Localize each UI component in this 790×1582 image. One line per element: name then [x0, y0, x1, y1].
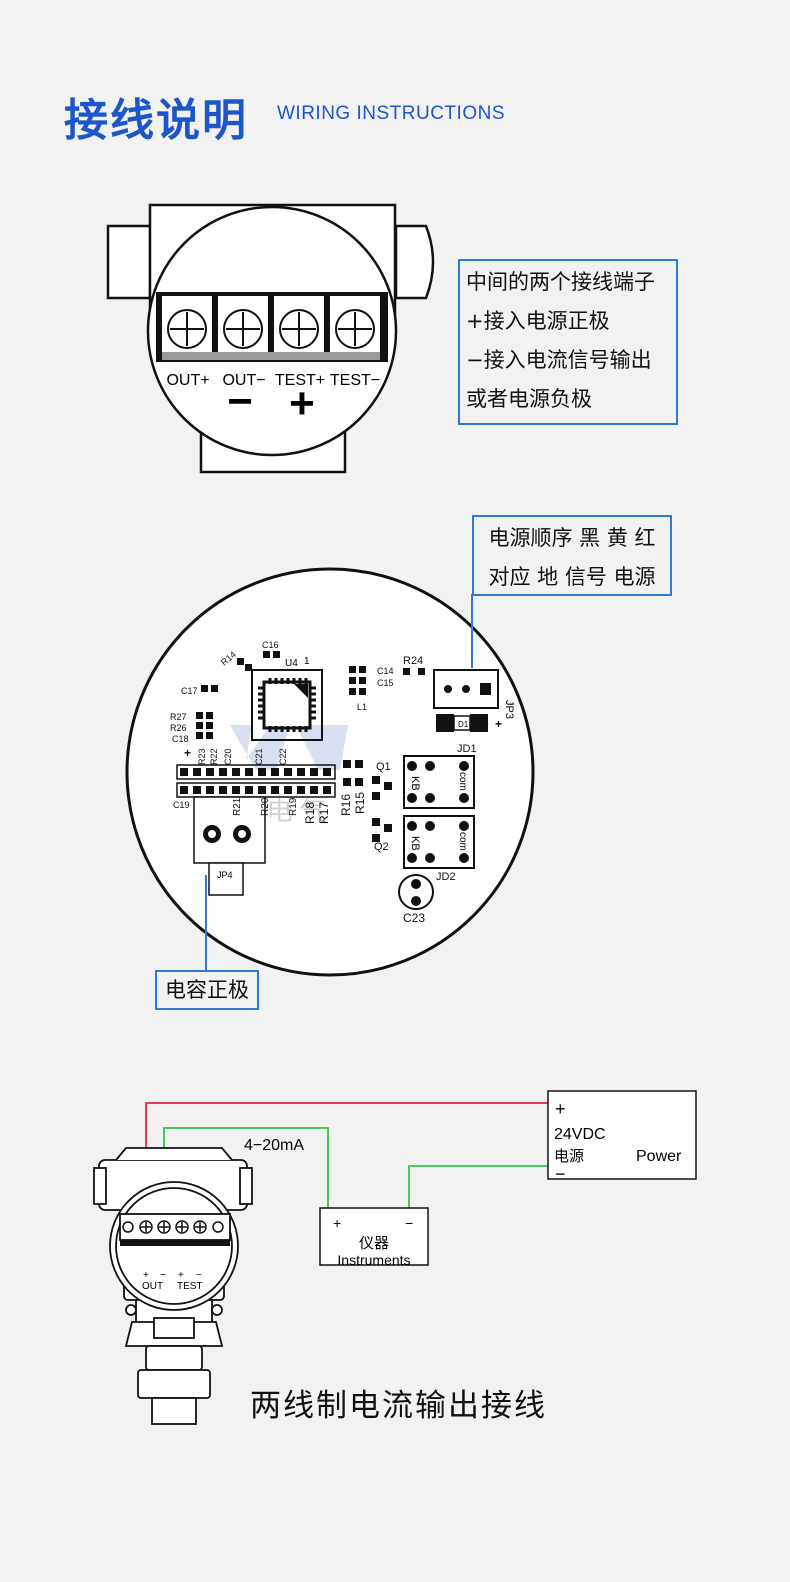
label-jp3-plus: +	[495, 717, 502, 731]
label-r20: R20	[260, 797, 271, 816]
minus-sign: −	[227, 377, 253, 426]
label-c17: C17	[181, 686, 198, 696]
watermark-logo	[230, 725, 348, 770]
callout-line: 电容正极	[165, 978, 249, 1002]
label-c22: C22	[278, 748, 288, 765]
label-c23: C23	[403, 911, 425, 925]
callout-line: 中间的两个接线端子	[466, 270, 655, 294]
power-name-cn: 电源	[554, 1148, 584, 1165]
power-voltage-label: 24VDC	[554, 1126, 606, 1143]
callout-line: −接入电流信号输出	[466, 348, 652, 372]
label-jp3: JP3	[503, 700, 515, 719]
transmitter-out-label: OUT	[142, 1281, 163, 1292]
terminal-screw-icon	[167, 309, 375, 349]
terminal-label-test-minus: TEST−	[330, 372, 380, 389]
label-jd1-kb: KB	[409, 776, 421, 791]
green-wire-return	[408, 1165, 549, 1208]
label-jd2-kb: KB	[409, 836, 421, 851]
transmitter-minus2: −	[196, 1270, 202, 1281]
page-title: 接线说明	[64, 95, 248, 146]
label-r23: R23	[197, 748, 207, 765]
label-r22: R22	[209, 748, 219, 765]
callout-line: 电源顺序 黑 黄 红	[488, 526, 656, 550]
transmitter-terminal-strip	[119, 1213, 231, 1246]
terminal-callout: 中间的两个接线端子 +接入电源正极 −接入电流信号输出 或者电源负极	[458, 259, 678, 425]
label-c16: C16	[262, 640, 279, 650]
label-u4: U4	[285, 658, 298, 669]
label-l1: L1	[357, 702, 367, 712]
transmitter-test-label: TEST	[177, 1281, 203, 1292]
label-r21: R21	[232, 797, 243, 816]
relay-jd1	[403, 755, 475, 809]
label-r16: R16	[339, 794, 353, 816]
callout-line: 对应 地 信号 电源	[488, 565, 656, 589]
plus-sign: +	[289, 379, 315, 428]
label-c18: C18	[172, 734, 189, 744]
label-jd1-com: com	[457, 772, 468, 791]
label-c20: C20	[223, 748, 233, 765]
label-d1: D1	[458, 720, 469, 729]
label-c19: C19	[173, 800, 190, 810]
terminal-label-test-plus: TEST+	[275, 372, 325, 389]
instrument-minus-label: −	[405, 1215, 413, 1231]
label-jd1: JD1	[457, 743, 477, 755]
transistor-q2	[372, 818, 392, 842]
instrument-box	[319, 1207, 429, 1266]
capacitor-c23	[398, 874, 434, 910]
capacitor-callout: 电容正极	[155, 970, 259, 1010]
label-r18: R18	[303, 802, 317, 824]
label-c15: C15	[377, 678, 394, 688]
label-c14: C14	[377, 666, 394, 676]
current-range-label: 4−20mA	[244, 1137, 304, 1154]
label-r15: R15	[353, 792, 367, 814]
pressure-transmitter	[93, 1147, 253, 1425]
instrument-name-cn: 仪器	[359, 1235, 389, 1252]
transmitter-plus2: +	[178, 1270, 184, 1281]
transmitter-minus1: −	[160, 1270, 166, 1281]
terminal-label-out-plus: OUT+	[166, 372, 209, 389]
label-r27: R27	[170, 712, 187, 722]
wiring-caption: 两线制电流输出接线	[250, 1388, 547, 1424]
label-pin1: 1	[304, 656, 310, 667]
page-subtitle: WIRING INSTRUCTIONS	[277, 103, 505, 124]
label-q1: Q1	[376, 761, 391, 773]
label-r26: R26	[170, 723, 187, 733]
callout-line: 或者电源负极	[466, 387, 592, 411]
label-q2: Q2	[374, 841, 389, 853]
label-r19: R19	[288, 797, 299, 816]
instrument-plus-label: +	[333, 1215, 341, 1231]
transistor-q1	[372, 776, 392, 800]
label-jp4: JP4	[217, 870, 233, 880]
u4-chip	[251, 669, 323, 741]
callout-line: +接入电源正极	[466, 309, 610, 333]
label-jd2-com: com	[457, 832, 468, 851]
power-minus-label: −	[555, 1164, 566, 1184]
label-pcb-plus: +	[184, 746, 191, 760]
label-jd2: JD2	[436, 871, 456, 883]
terminal-label-out-minus: OUT−	[222, 372, 265, 389]
instrument-name-en: Instruments	[337, 1252, 410, 1268]
power-supply-box	[547, 1090, 697, 1180]
label-r24: R24	[403, 655, 423, 667]
transmitter-screw-icon	[122, 1220, 224, 1234]
jp3-connector	[433, 669, 499, 732]
wire-order-callout: 电源顺序 黑 黄 红 对应 地 信号 电源	[472, 515, 672, 596]
smd-pads	[180, 651, 425, 794]
label-c21: C21	[254, 748, 264, 765]
jp4-connector	[193, 796, 266, 896]
power-plus-label: +	[555, 1099, 566, 1119]
power-name-en: Power	[636, 1148, 682, 1165]
relay-jd2	[403, 815, 475, 869]
transmitter-plus1: +	[143, 1270, 149, 1281]
label-r17: R17	[317, 802, 331, 824]
terminal-housing	[106, 203, 435, 474]
